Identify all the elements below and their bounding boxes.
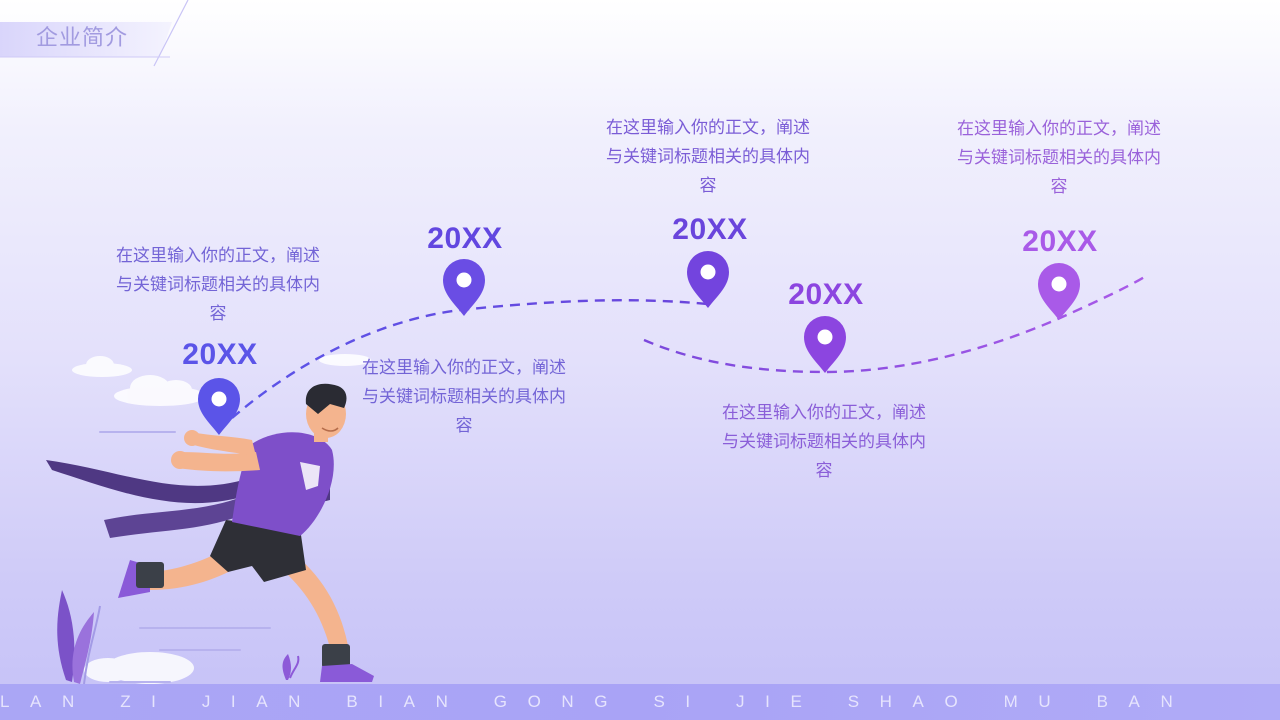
footer-bar: LAN ZI JIAN BIAN GONG SI JIE SHAO MU BAN <box>0 684 1280 720</box>
milestone-description: 在这里输入你的正文，阐述与关键词标题相关的具体内容 <box>116 246 320 324</box>
milestone-description: 在这里输入你的正文，阐述与关键词标题相关的具体内容 <box>957 119 1161 197</box>
cloud-shape <box>72 354 371 684</box>
milestone-year: 20XX <box>427 222 503 255</box>
header-band <box>0 0 189 67</box>
milestone-description: 在这里输入你的正文，阐述与关键词标题相关的具体内容 <box>362 358 566 436</box>
runner-figure <box>118 383 374 682</box>
plant-shape <box>57 590 300 685</box>
milestone-year: 20XX <box>788 278 864 311</box>
milestone-description: 在这里输入你的正文，阐述与关键词标题相关的具体内容 <box>606 118 810 196</box>
location-pin-icon <box>198 378 240 435</box>
location-pin-icon <box>443 259 485 316</box>
milestone-year: 20XX <box>182 338 258 371</box>
location-pin-icon <box>687 251 729 308</box>
milestone-description: 在这里输入你的正文，阐述与关键词标题相关的具体内容 <box>722 403 926 481</box>
page-title: 企业简介 <box>36 26 129 51</box>
timeline-path <box>643 274 1147 374</box>
milestone-year: 20XX <box>1022 225 1098 258</box>
footer-text: LAN ZI JIAN BIAN GONG SI JIE SHAO MU BAN <box>0 692 1194 711</box>
location-pin-icon <box>1038 263 1080 320</box>
location-pin-icon <box>804 316 846 373</box>
milestone-year: 20XX <box>672 213 748 246</box>
